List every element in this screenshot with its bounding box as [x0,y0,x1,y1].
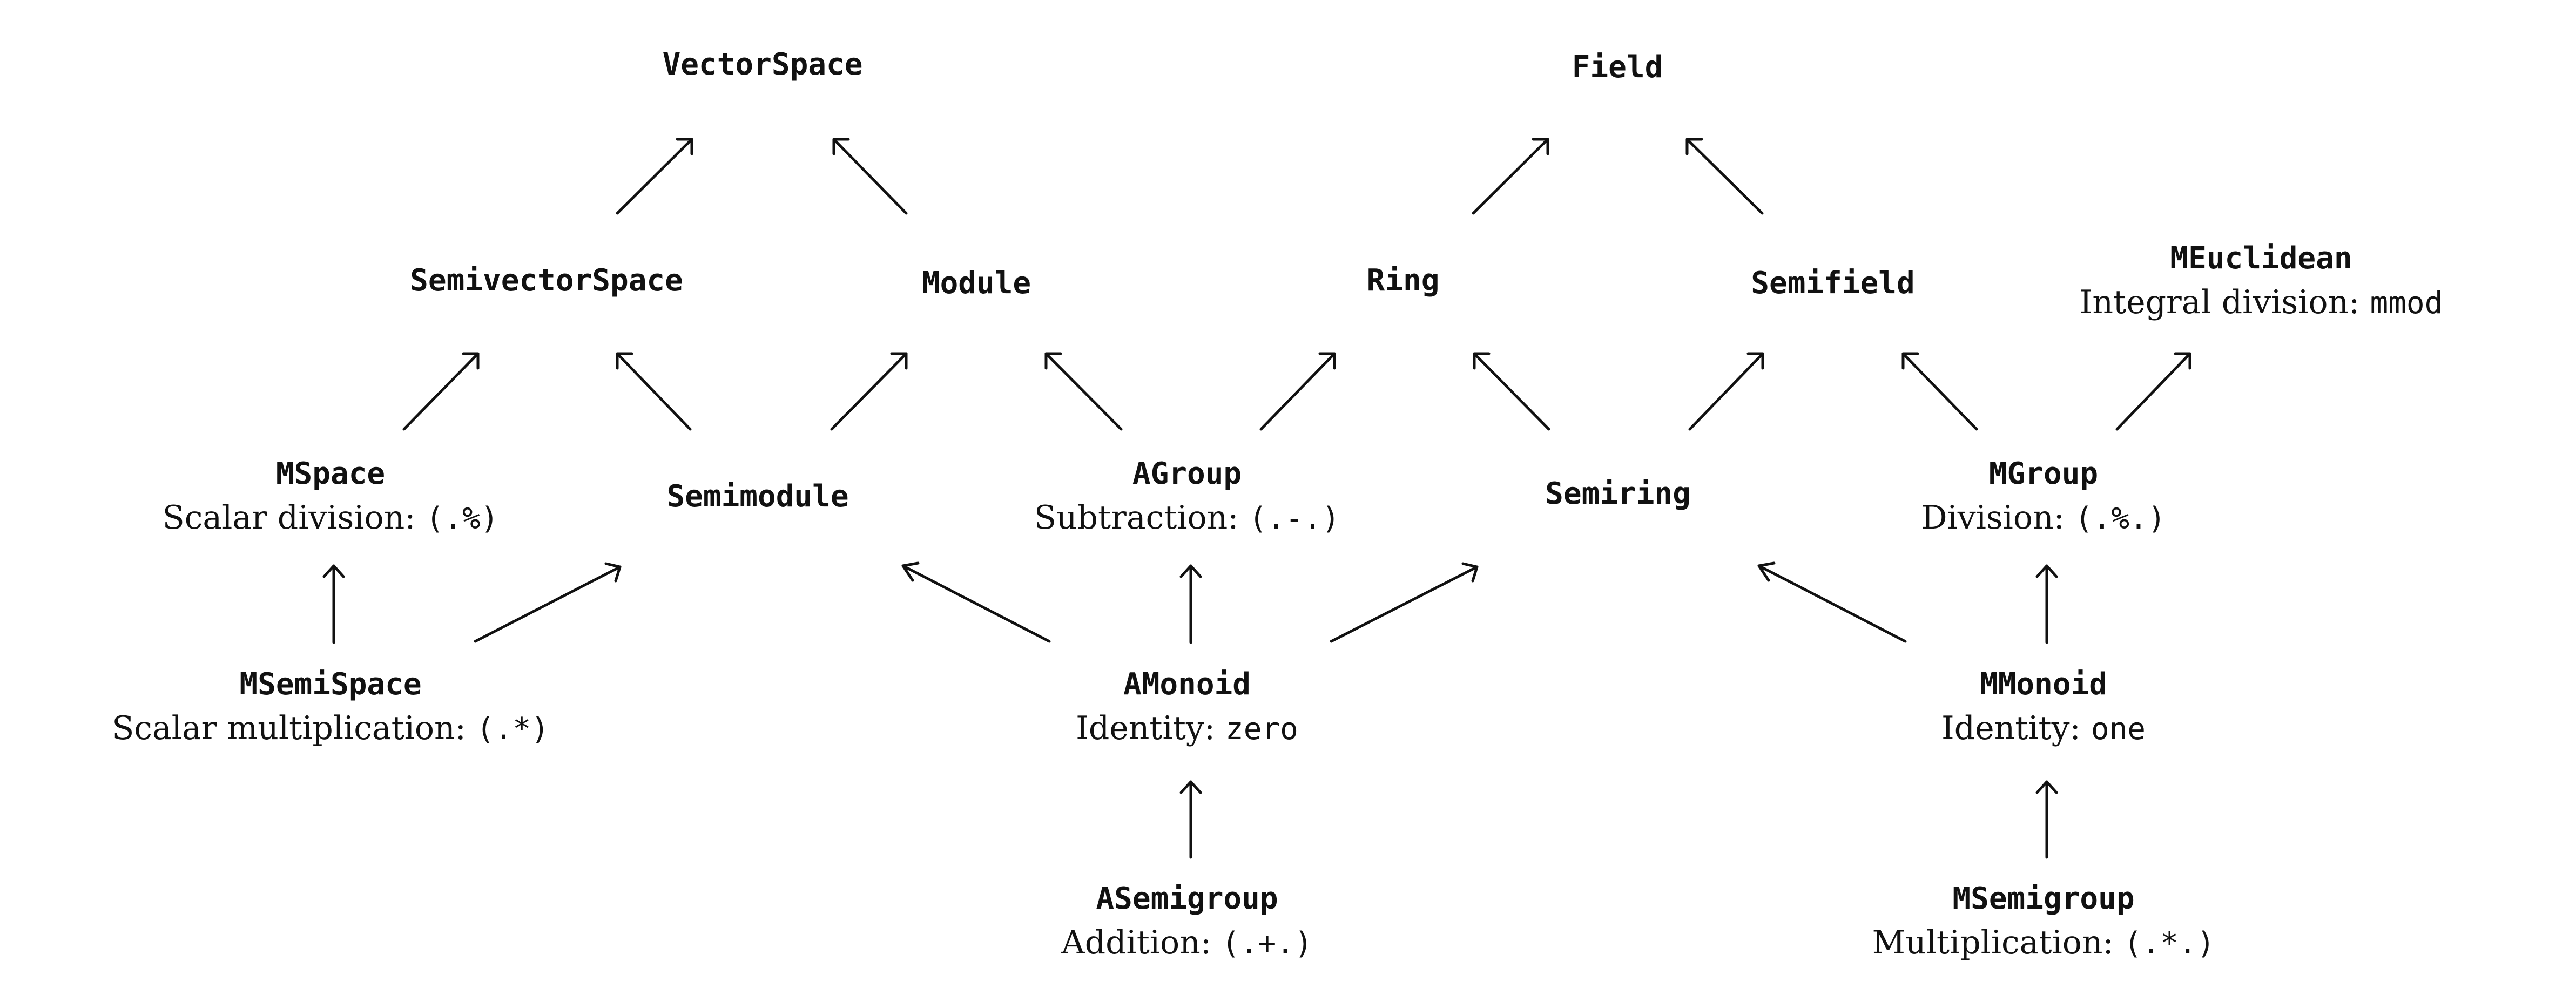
node-agroup: AGroup Subtraction: (.-.) [1034,452,1340,541]
node-mmonoid-desc: Identity: one [1941,706,2146,752]
node-field-name: Field [1572,50,1663,85]
arrow-mspace-to-semivectorspace [402,352,480,431]
arrow-mgroup-to-semifield [1901,352,1978,431]
node-msemigroup-name: MSemigroup [1952,881,2135,916]
node-agroup-desc: Subtraction: (.-.) [1034,496,1340,541]
node-meuclidean: MEuclidean Integral division: mmod [2080,237,2443,326]
arrow-mmonoid-to-mgroup [2035,564,2058,644]
arrow-semimodule-to-semivectorspace [616,352,692,431]
node-agroup-desc-text: Subtraction: [1034,499,1249,537]
node-mspace-desc-code: (.%) [426,501,499,536]
arrow-semiring-to-ring [1473,352,1550,431]
node-mgroup-desc-code: (.%.) [2074,501,2166,536]
node-msemigroup-desc: Multiplication: (.*.) [1872,921,2215,966]
node-semiring-name: Semiring [1545,476,1691,511]
node-vectorspace-name: VectorSpace [662,47,863,82]
arrow-amonoid-to-semimodule [901,561,1051,643]
node-meuclidean-desc: Integral division: mmod [2080,280,2443,326]
node-amonoid: AMonoid Identity: zero [1076,663,1298,752]
node-msemispace-desc-text: Scalar multiplication: [112,709,476,747]
arrow-msemigroup-to-mmonoid [2035,780,2058,859]
node-asemigroup-desc: Addition: (.+.) [1061,921,1312,966]
arrow-mmonoid-to-semiring [1757,561,1907,643]
node-ring-name: Ring [1366,263,1440,298]
node-meuclidean-desc-code: mmod [2370,286,2443,321]
node-mmonoid-desc-code: one [2091,712,2146,747]
node-vectorspace: VectorSpace [663,43,863,86]
arrow-agroup-to-ring [1259,352,1336,431]
node-amonoid-desc: Identity: zero [1076,706,1298,752]
node-msemispace: MSemiSpace Scalar multiplication: (.*) [112,663,549,752]
node-mspace: MSpace Scalar division: (.%) [163,452,499,541]
node-mspace-desc-text: Scalar division: [162,499,426,537]
node-mspace-name: MSpace [275,456,386,491]
node-mgroup: MGroup Division: (.%.) [1921,452,2166,541]
node-semifield: Semifield [1751,262,1914,305]
node-semiring: Semiring [1545,472,1691,516]
node-meuclidean-desc-text: Integral division: [2079,283,2370,321]
arrow-module-to-vectorspace [832,138,908,215]
node-asemigroup: ASemigroup Addition: (.+.) [1061,877,1312,966]
arrow-amonoid-to-semiring [1330,562,1479,643]
node-meuclidean-name: MEuclidean [2170,241,2352,276]
node-mmonoid-name: MMonoid [1979,667,2108,702]
node-amonoid-name: AMonoid [1123,667,1251,702]
node-asemigroup-desc-code: (.+.) [1222,926,1313,961]
node-asemigroup-desc-text: Addition: [1061,924,1222,962]
arrow-agroup-to-module [1044,352,1123,431]
arrow-mgroup-to-meuclidean [2115,352,2191,431]
arrow-amonoid-to-agroup [1179,564,1202,644]
node-mmonoid: MMonoid Identity: one [1941,663,2146,752]
node-semivectorspace: SemivectorSpace [410,259,683,302]
node-agroup-name: AGroup [1132,456,1242,491]
node-msemigroup-desc-text: Multiplication: [1872,924,2124,962]
arrow-msemispace-to-semimodule [474,562,622,643]
arrow-semiring-to-semifield [1688,352,1764,431]
arrow-asemigroup-to-amonoid [1179,780,1202,859]
arrow-semifield-to-field [1685,138,1764,215]
node-msemispace-desc: Scalar multiplication: (.*) [112,706,549,752]
node-msemigroup: MSemigroup Multiplication: (.*.) [1872,877,2215,966]
node-semifield-name: Semifield [1751,266,1915,301]
node-module: Module [922,262,1031,305]
node-amonoid-desc-code: zero [1225,712,1298,747]
node-msemigroup-desc-code: (.*.) [2123,926,2215,961]
node-agroup-desc-code: (.-.) [1249,501,1340,536]
node-semimodule: Semimodule [666,475,848,518]
node-field: Field [1572,46,1663,89]
node-msemispace-desc-code: (.*) [476,712,549,747]
node-mgroup-name: MGroup [1988,456,2099,491]
arrow-ring-to-field [1472,138,1549,215]
node-mgroup-desc-text: Division: [1921,499,2075,537]
arrow-msemispace-to-mspace [322,564,345,644]
node-semimodule-name: Semimodule [666,479,849,514]
node-mspace-desc: Scalar division: (.%) [163,496,499,541]
node-ring: Ring [1367,259,1440,302]
node-mmonoid-desc-text: Identity: [1941,709,2091,747]
node-msemispace-name: MSemiSpace [239,667,422,702]
node-amonoid-desc-text: Identity: [1076,709,1225,747]
node-semivectorspace-name: SemivectorSpace [410,263,683,298]
arrow-semivectorspace-to-vectorspace [616,138,693,215]
node-module-name: Module [921,266,1031,301]
node-asemigroup-name: ASemigroup [1096,881,1278,916]
node-mgroup-desc: Division: (.%.) [1921,496,2166,541]
arrow-semimodule-to-module [830,352,908,431]
